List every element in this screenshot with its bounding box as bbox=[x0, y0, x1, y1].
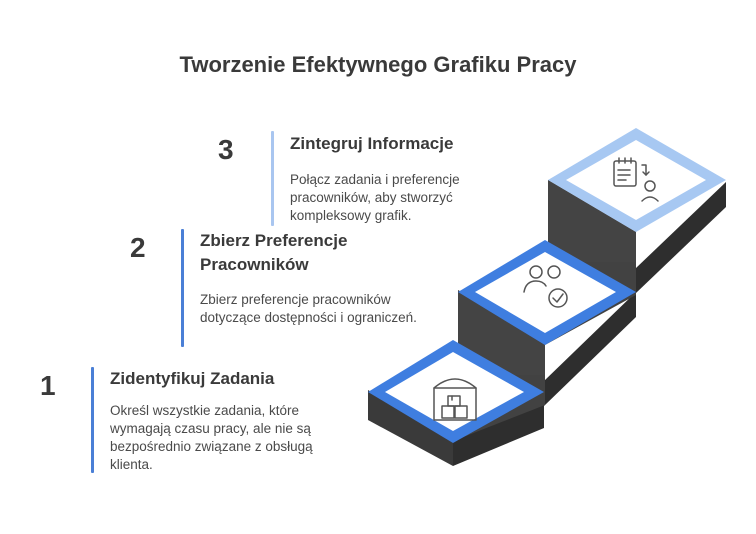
warehouse-boxes-icon bbox=[433, 378, 477, 421]
step-description: Określ wszystkie zadania, które wymagają… bbox=[110, 403, 313, 472]
page-title: Tworzenie Efektywnego Grafiku Pracy bbox=[179, 52, 577, 77]
step-description: Zbierz preferencje pracowników dotyczące… bbox=[200, 292, 417, 325]
step-title: Zintegruj Informacje bbox=[290, 134, 454, 153]
step-description: Połącz zadania i preferencje pracowników… bbox=[290, 172, 460, 223]
step-accent-bar bbox=[271, 131, 274, 226]
step-title: Zbierz Preferencje Pracowników bbox=[200, 231, 348, 274]
step-accent-bar bbox=[91, 367, 94, 473]
step-number: 1 bbox=[40, 370, 56, 401]
people-check-icon bbox=[523, 265, 568, 308]
step-accent-bar bbox=[181, 229, 184, 347]
tile-step-1 bbox=[368, 340, 544, 443]
schedule-person-icon bbox=[613, 157, 659, 202]
step-number: 2 bbox=[130, 232, 146, 263]
step-title: Zidentyfikuj Zadania bbox=[110, 369, 275, 388]
step-number: 3 bbox=[218, 134, 234, 165]
tile-step-2 bbox=[458, 240, 636, 345]
